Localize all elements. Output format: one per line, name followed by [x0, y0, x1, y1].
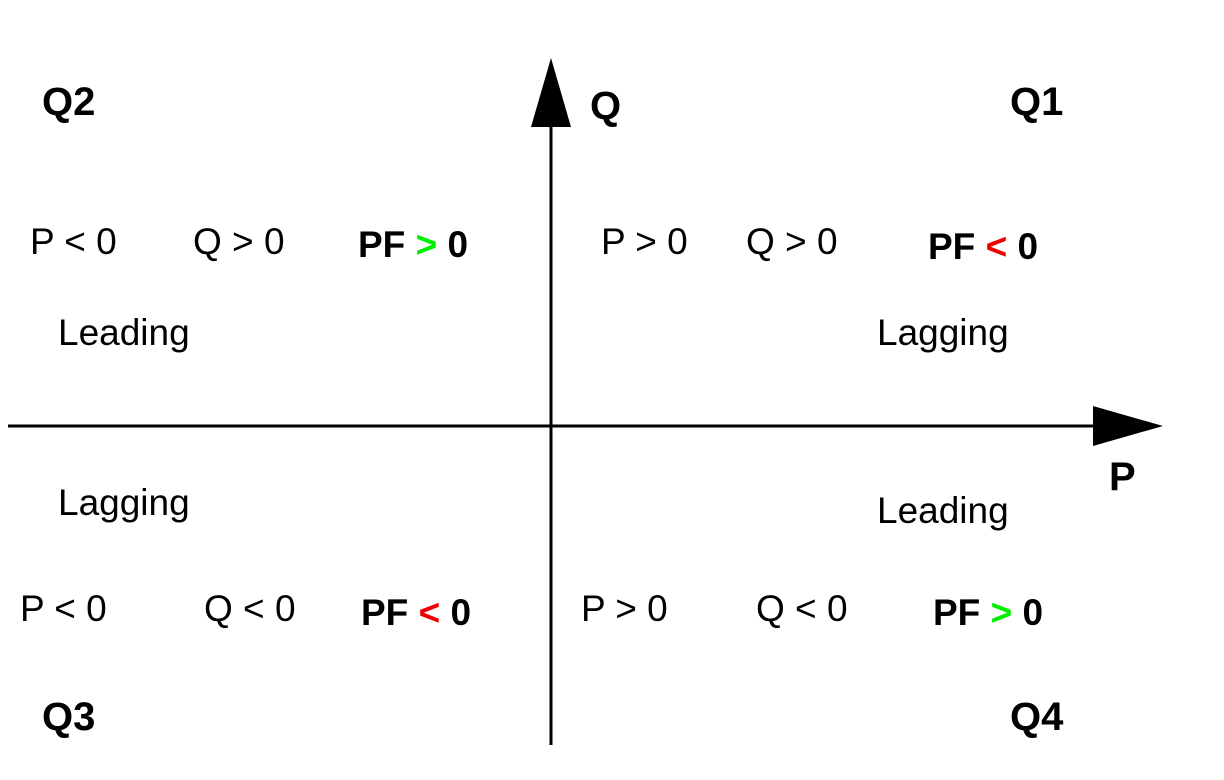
pf-greater-operator: >	[415, 224, 438, 265]
pf-prefix: PF	[928, 226, 976, 267]
quadrant-q1-title: Q1	[1010, 80, 1064, 124]
q-axis-arrow-icon	[531, 58, 571, 127]
pf-prefix: PF	[933, 592, 981, 633]
q1-q-condition: Q > 0	[746, 221, 838, 262]
q2-pf-sign: PF > 0	[358, 226, 468, 263]
q4-pf-sign: PF > 0	[933, 594, 1043, 631]
pf-value: 0	[1017, 226, 1039, 267]
quadrant-q4-title: Q4	[1010, 695, 1064, 739]
pf-value: 0	[447, 224, 469, 265]
q3-p-condition: P < 0	[20, 588, 107, 629]
q-axis-label: Q	[590, 84, 622, 128]
q2-q-condition: Q > 0	[193, 221, 285, 262]
p-axis-arrow-icon	[1093, 406, 1163, 446]
pf-greater-operator: >	[990, 592, 1013, 633]
q3-pf-sign: PF < 0	[361, 594, 471, 631]
pf-prefix: PF	[358, 224, 406, 265]
pf-less-operator: <	[418, 592, 441, 633]
q1-p-condition: P > 0	[601, 221, 688, 262]
q4-p-condition: P > 0	[581, 588, 668, 629]
p-axis-label: P	[1109, 455, 1136, 499]
q4-type-label: Leading	[877, 490, 1009, 531]
quadrant-q3-title: Q3	[42, 695, 96, 739]
q3-type-label: Lagging	[58, 482, 190, 523]
q1-type-label: Lagging	[877, 312, 1009, 353]
q2-p-condition: P < 0	[30, 221, 117, 262]
pf-prefix: PF	[361, 592, 409, 633]
pf-value: 0	[450, 592, 472, 633]
pf-value: 0	[1022, 592, 1044, 633]
q4-q-condition: Q < 0	[756, 588, 848, 629]
q3-q-condition: Q < 0	[204, 588, 296, 629]
q2-type-label: Leading	[58, 312, 190, 353]
quadrant-q2-title: Q2	[42, 80, 96, 124]
q1-pf-sign: PF < 0	[928, 228, 1038, 265]
pf-less-operator: <	[985, 226, 1008, 267]
